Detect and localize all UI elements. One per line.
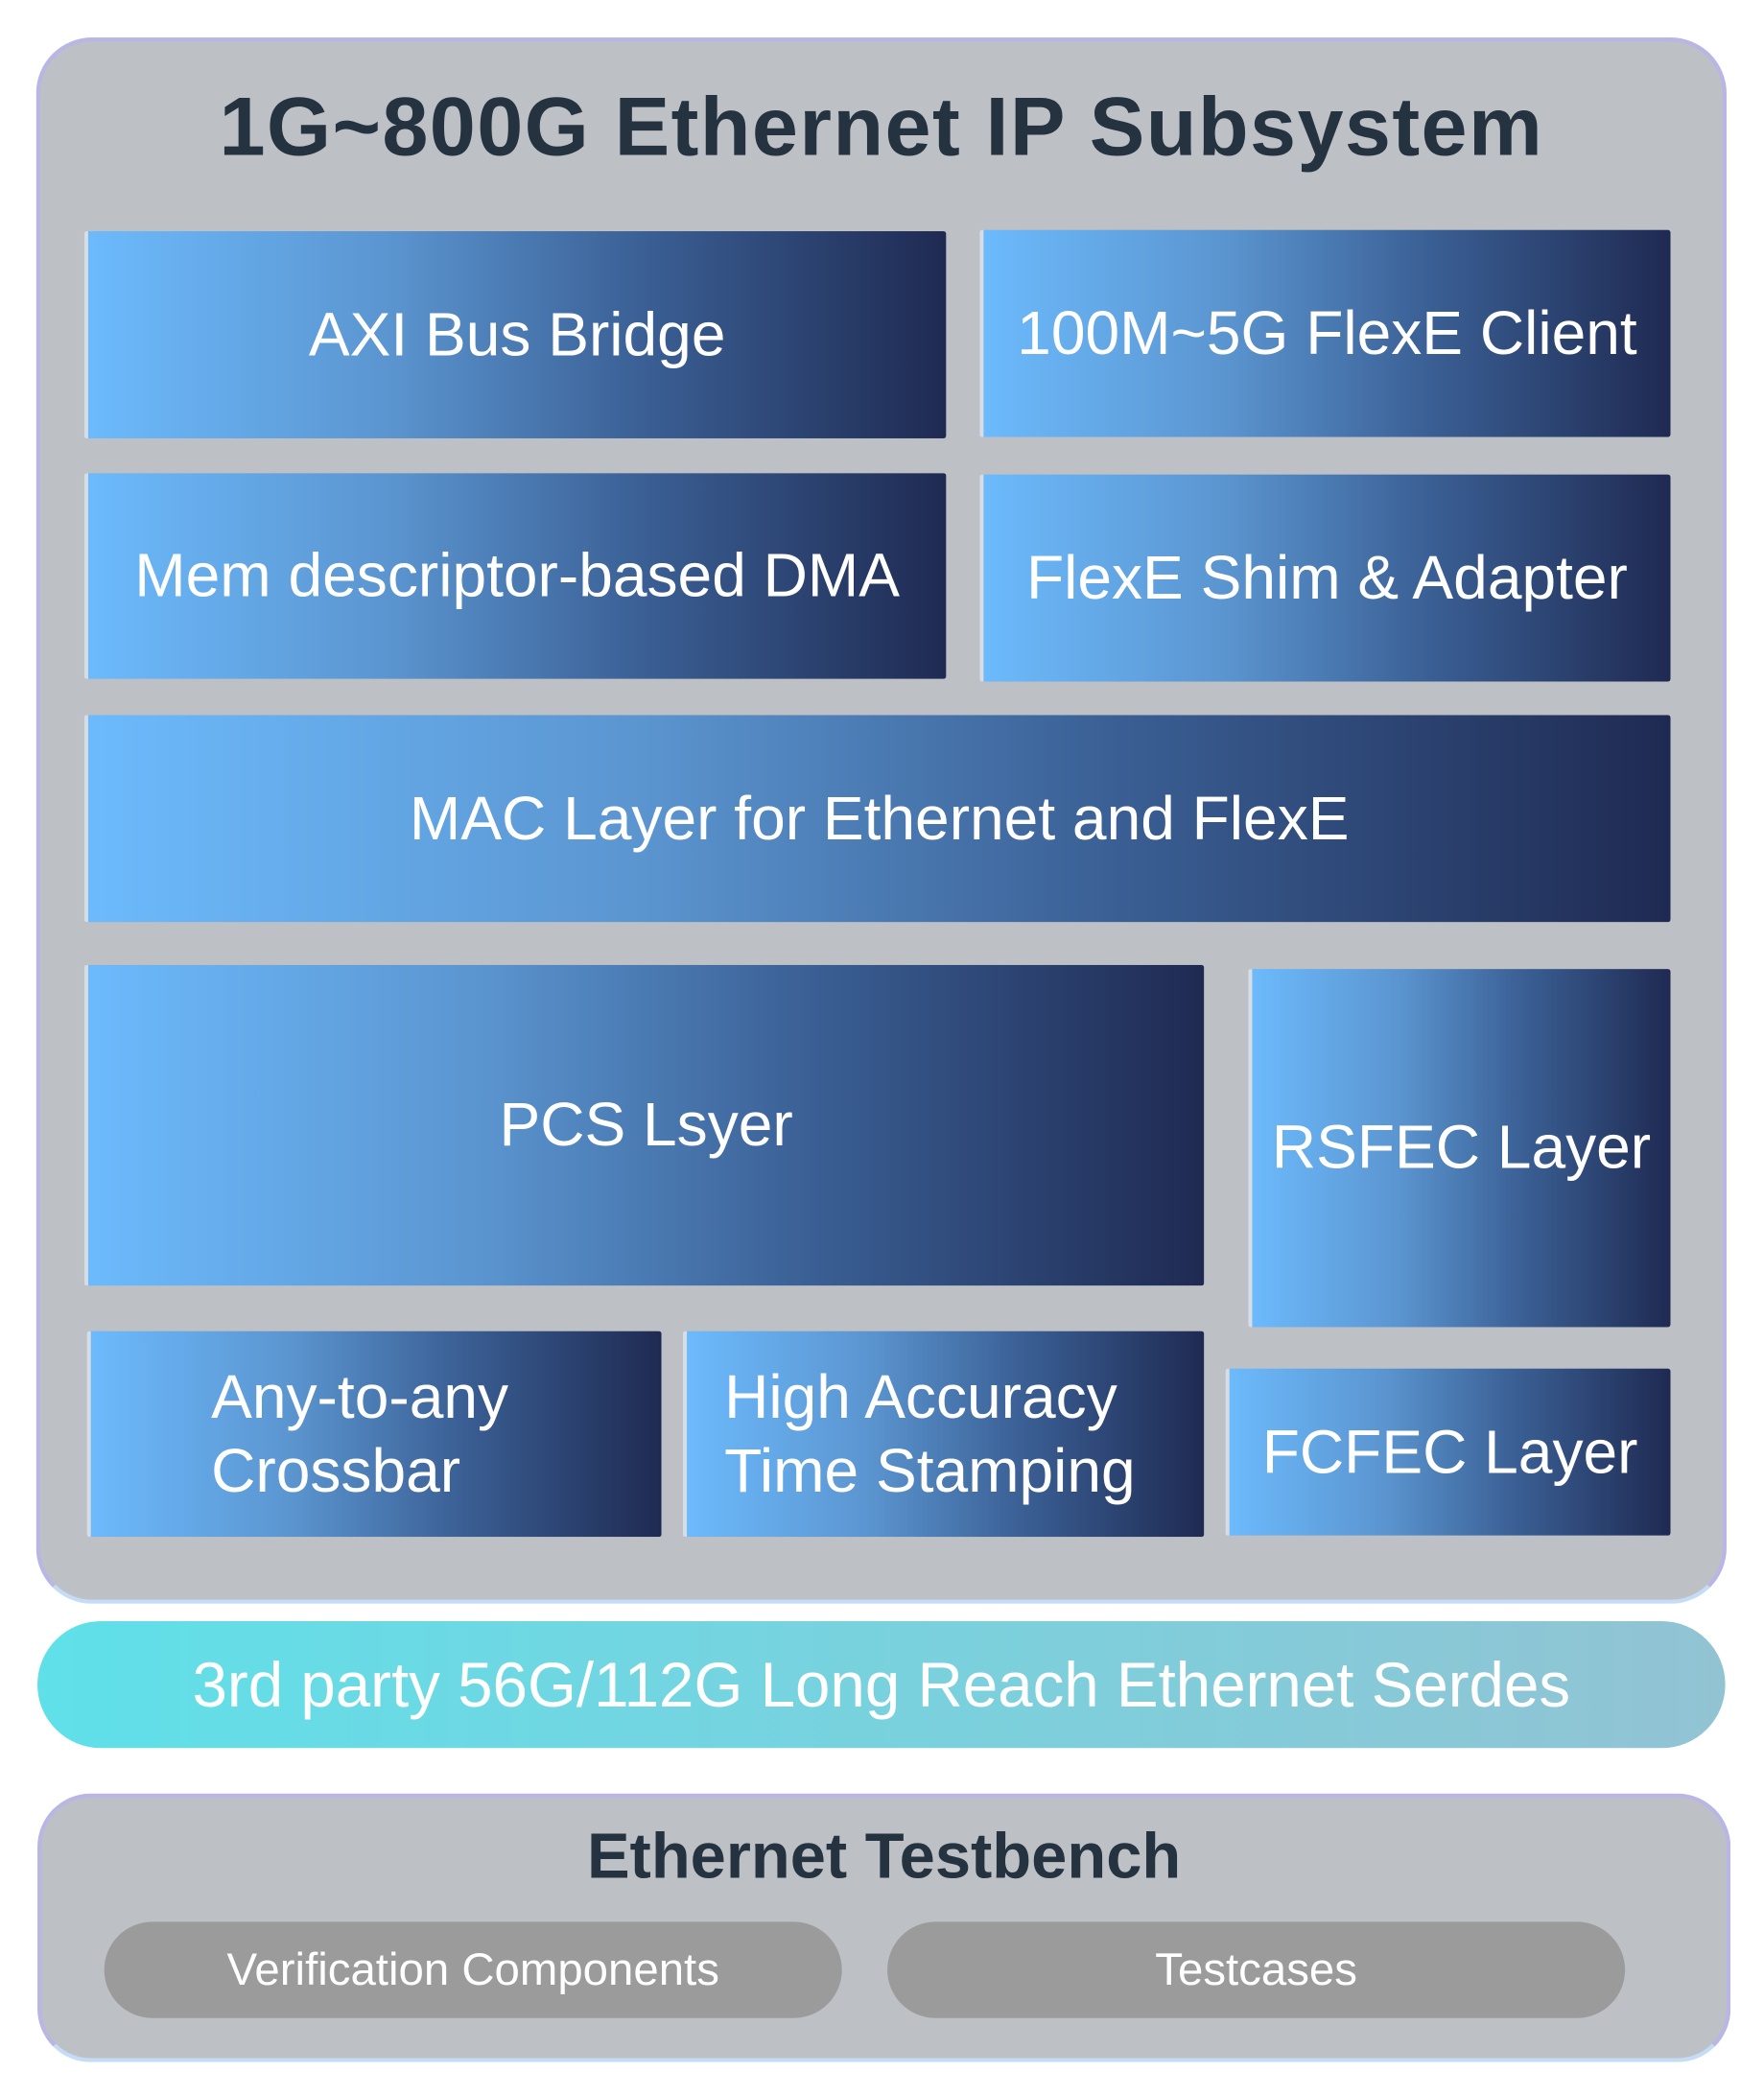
block-label: AXI Bus Bridge xyxy=(308,298,726,369)
rsfec-layer-block: RSFEC Layer xyxy=(1248,969,1671,1328)
block-label: Mem descriptor-based DMA xyxy=(134,540,901,610)
block-label: High Accuracy xyxy=(724,1361,1117,1431)
block-label: FlexE Shim & Adapter xyxy=(1025,542,1628,612)
flexe-client-block: 100M~5G FlexE Client xyxy=(979,229,1671,437)
block-label: 100M~5G FlexE Client xyxy=(1017,297,1637,367)
block-label: Any-to-any xyxy=(211,1361,509,1431)
block-label: FCFEC Layer xyxy=(1261,1416,1638,1487)
block-label: RSFEC Layer xyxy=(1271,1112,1652,1183)
testbench-title: Ethernet Testbench xyxy=(586,1821,1182,1893)
serdes-bar: 3rd party 56G/112G Long Reach Ethernet S… xyxy=(37,1620,1726,1749)
serdes-label: 3rd party 56G/112G Long Reach Ethernet S… xyxy=(192,1649,1571,1721)
block-label: Time Stamping xyxy=(724,1435,1136,1505)
verification-components-pill: Verification Components xyxy=(104,1921,842,2018)
dma-block: Mem descriptor-based DMA xyxy=(83,473,947,679)
axi-bus-bridge-block: AXI Bus Bridge xyxy=(83,231,947,438)
pill-label: Verification Components xyxy=(226,1943,719,1995)
subsystem-title: 1G~800G Ethernet IP Subsystem xyxy=(219,81,1544,175)
testcases-pill: Testcases xyxy=(887,1921,1626,2018)
block-label: MAC Layer for Ethernet and FlexE xyxy=(409,783,1350,853)
flexe-shim-block: FlexE Shim & Adapter xyxy=(979,474,1671,682)
block-label: PCS Lsyer xyxy=(499,1090,793,1160)
fcfec-layer-block: FCFEC Layer xyxy=(1225,1368,1671,1536)
pill-label: Testcases xyxy=(1155,1943,1357,1995)
mac-layer-block: MAC Layer for Ethernet and FlexE xyxy=(83,715,1671,923)
pcs-layer-block: PCS Lsyer xyxy=(83,964,1205,1286)
block-label: Crossbar xyxy=(211,1435,461,1505)
